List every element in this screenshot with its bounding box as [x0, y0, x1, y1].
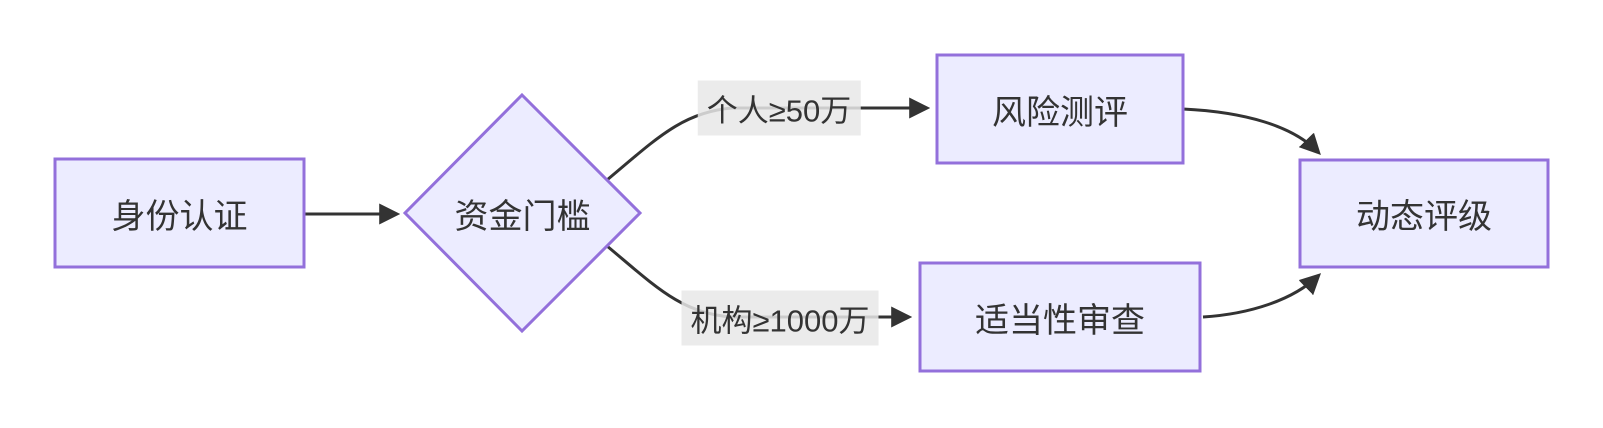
edge-suitability-to-rating — [1202, 273, 1322, 319]
node-suitability-review — [918, 261, 1202, 373]
node-capital-threshold-diamond — [402, 92, 643, 334]
node-dynamic-rating — [1298, 158, 1550, 269]
edge-risk-to-rating — [1182, 107, 1321, 156]
edge-threshold-to-suitability — [606, 244, 913, 328]
node-risk-assessment — [935, 53, 1185, 165]
node-identity-verification — [53, 157, 306, 269]
edge-threshold-to-risk — [606, 97, 931, 182]
